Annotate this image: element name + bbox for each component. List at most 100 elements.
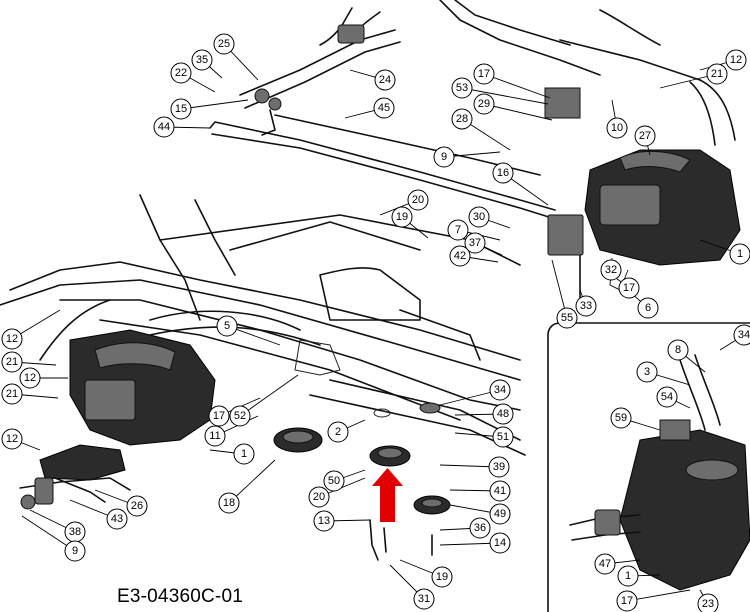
- highlight-arrow: [372, 468, 403, 522]
- leader-line: [483, 73, 551, 99]
- callout-number: 47: [599, 558, 611, 570]
- callout-number: 29: [478, 98, 490, 110]
- callout-number: 20: [313, 491, 325, 503]
- callout-8: 8: [667, 339, 689, 361]
- callout-number: 23: [702, 598, 714, 610]
- callout-25: 25: [213, 33, 235, 55]
- callout-number: 38: [69, 526, 81, 538]
- callout-13: 13: [313, 510, 335, 532]
- callout-number: 1: [737, 248, 743, 260]
- callout-33: 33: [575, 295, 597, 317]
- callout-19: 19: [391, 206, 413, 228]
- callout-number: 44: [158, 121, 170, 133]
- callout-21: 21: [706, 63, 728, 85]
- frame: [0, 194, 526, 456]
- right-transaxle-top: [544, 79, 741, 301]
- callout-17: 17: [616, 590, 638, 612]
- callout-39: 39: [488, 456, 510, 478]
- diagram-code: E3-04360C-01: [117, 586, 243, 607]
- callout-number: 16: [497, 167, 509, 179]
- callout-21: 21: [1, 383, 23, 405]
- callout-34: 34: [733, 324, 750, 346]
- callout-41: 41: [489, 480, 511, 502]
- callout-number: 45: [378, 102, 390, 114]
- callout-number: 24: [379, 74, 391, 86]
- callout-27: 27: [634, 125, 656, 147]
- callout-number: 26: [131, 500, 143, 512]
- callout-55: 55: [556, 307, 578, 329]
- callout-number: 17: [621, 595, 633, 607]
- callout-number: 21: [6, 356, 18, 368]
- callout-number: 18: [223, 497, 235, 509]
- callout-number: 12: [6, 333, 18, 345]
- callout-number: 42: [454, 250, 466, 262]
- callout-20: 20: [308, 486, 330, 508]
- callout-number: 3: [644, 366, 650, 378]
- callout-38: 38: [64, 521, 86, 543]
- callout-22: 22: [170, 62, 192, 84]
- callout-number: 19: [436, 571, 448, 583]
- callout-26: 26: [126, 495, 148, 517]
- callout-number: 35: [196, 54, 208, 66]
- callout-5: 5: [216, 315, 238, 337]
- callout-number: 15: [175, 103, 187, 115]
- callout-7: 7: [447, 219, 469, 241]
- callout-28: 28: [451, 108, 473, 130]
- callout-12: 12: [1, 328, 23, 350]
- callout-number: 37: [469, 237, 481, 249]
- callout-23: 23: [697, 593, 719, 612]
- inset-detail: [547, 322, 750, 612]
- callout-48: 48: [492, 403, 514, 425]
- callout-50: 50: [323, 470, 345, 492]
- upper-linkage: [209, 0, 701, 219]
- callout-52: 52: [229, 405, 251, 427]
- callout-number: 9: [72, 545, 78, 557]
- callout-2: 2: [327, 421, 349, 443]
- callout-number: 53: [456, 82, 468, 94]
- callout-number: 11: [209, 430, 220, 442]
- callout-number: 12: [24, 372, 36, 384]
- callout-24: 24: [374, 69, 396, 91]
- callout-51: 51: [492, 426, 514, 448]
- callout-number: 27: [639, 130, 651, 142]
- callout-number: 28: [456, 113, 468, 125]
- callout-37: 37: [464, 232, 486, 254]
- callout-number: 14: [494, 537, 506, 549]
- callout-number: 17: [623, 282, 635, 294]
- callout-number: 31: [418, 593, 430, 605]
- callout-number: 41: [494, 485, 506, 497]
- callout-number: 49: [494, 508, 506, 520]
- callout-number: 12: [6, 433, 18, 445]
- callout-3: 3: [636, 361, 658, 383]
- callout-1: 1: [617, 565, 639, 587]
- leader-line: [626, 589, 691, 602]
- callout-number: 2: [335, 426, 341, 438]
- callout-21: 21: [1, 351, 23, 373]
- callout-14: 14: [489, 532, 511, 554]
- callout-1: 1: [233, 443, 255, 465]
- callout-number: 30: [473, 211, 485, 223]
- callout-59: 59: [610, 407, 632, 429]
- callout-number: 13: [318, 515, 330, 527]
- callout-number: 22: [175, 67, 187, 79]
- callout-12: 12: [1, 428, 23, 450]
- callout-number: 1: [241, 448, 247, 460]
- callout-number: 43: [111, 513, 123, 525]
- callout-19: 19: [431, 566, 453, 588]
- callout-number: 5: [224, 320, 230, 332]
- callout-9: 9: [433, 146, 455, 168]
- callout-number: 34: [494, 384, 506, 396]
- callout-number: 8: [675, 344, 681, 356]
- callout-number: 17: [478, 68, 490, 80]
- callout-number: 51: [497, 431, 509, 443]
- left-transaxle: [19, 329, 216, 510]
- callout-47: 47: [594, 553, 616, 575]
- callout-number: 17: [213, 410, 225, 422]
- callout-number: 48: [497, 408, 509, 420]
- callout-29: 29: [473, 93, 495, 115]
- callout-20: 20: [407, 189, 429, 211]
- callout-number: 34: [738, 329, 750, 341]
- callout-number: 52: [234, 410, 246, 422]
- callout-45: 45: [373, 97, 395, 119]
